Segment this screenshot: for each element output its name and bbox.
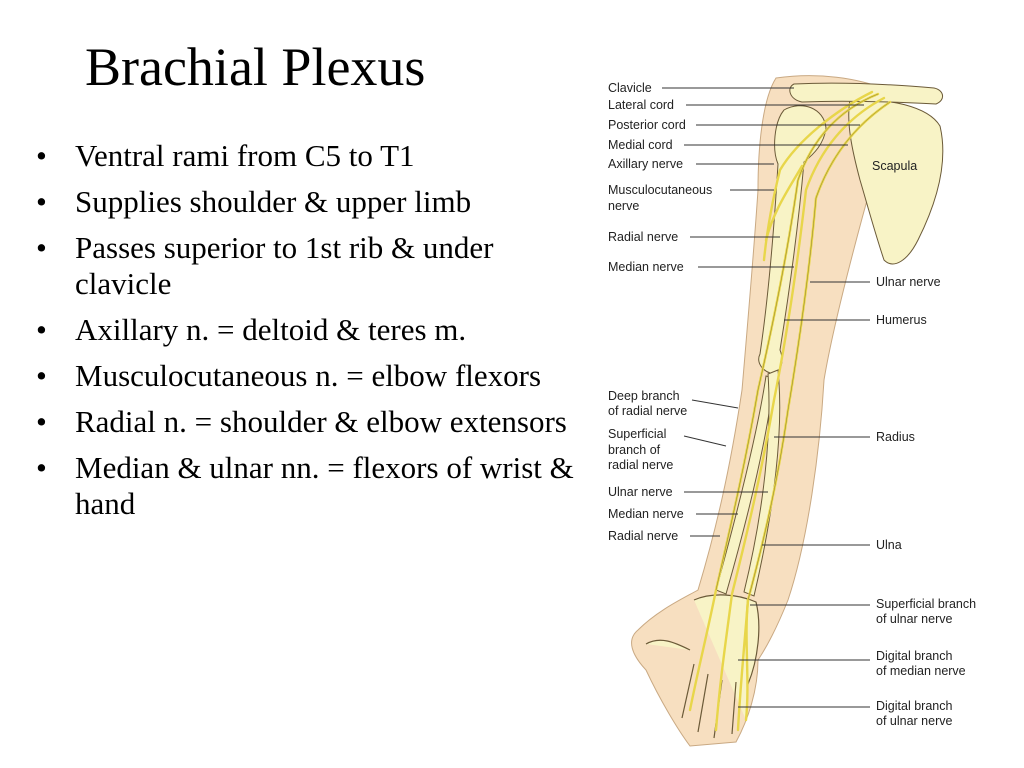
label-ulna: Ulna [876,538,902,552]
label-digital-branch-median-1: Digital branch [876,649,952,663]
label-radial-nerve-lower: Radial nerve [608,529,678,543]
labels-right: Scapula Ulnar nerve Humerus Radius Ulna … [872,159,976,728]
bullet-dot-icon: • [36,230,47,265]
label-superficial-branch-ulnar-1: Superficial branch [876,597,976,611]
radius-bone [715,375,775,595]
bullet-item: • Ventral rami from C5 to T1 [30,138,590,174]
label-lateral-cord: Lateral cord [608,98,674,112]
clavicle-bone [789,82,943,105]
bullet-dot-icon: • [36,358,47,393]
label-median-nerve-lower: Median nerve [608,507,684,521]
labels-left: Clavicle Lateral cord Posterior cord Med… [608,81,712,543]
arm-nerve-anatomy-icon: Clavicle Lateral cord Posterior cord Med… [608,75,976,747]
bullet-dot-icon: • [36,138,47,173]
bullet-list: • Ventral rami from C5 to T1 • Supplies sh… [30,138,590,532]
label-musculocutaneous-nerve-1: Musculocutaneous [608,183,712,197]
bullet-text: Median & ulnar nn. = flexors of wrist & … [75,450,574,521]
label-superficial-branch-radial-1: Superficial [608,427,666,441]
label-axillary-nerve: Axillary nerve [608,157,683,171]
label-superficial-branch-radial-3: radial nerve [608,458,673,472]
label-digital-branch-median-2: of median nerve [876,664,966,678]
label-superficial-branch-ulnar-2: of ulnar nerve [876,612,952,626]
label-ulnar-nerve-upper: Ulnar nerve [876,275,941,289]
bullet-text: Supplies shoulder & upper limb [75,184,472,219]
label-ulnar-nerve-lower: Ulnar nerve [608,485,673,499]
label-clavicle: Clavicle [608,81,652,95]
bullet-text: Ventral rami from C5 to T1 [75,138,415,173]
leader-lines-left [662,87,864,537]
label-scapula: Scapula [872,159,917,173]
bullet-dot-icon: • [36,404,47,439]
label-posterior-cord: Posterior cord [608,118,686,132]
bullet-text: Musculocutaneous n. = elbow flexors [75,358,542,393]
label-digital-branch-ulnar-2: of ulnar nerve [876,714,952,728]
label-musculocutaneous-nerve-2: nerve [608,199,639,213]
label-superficial-branch-radial-2: branch of [608,443,661,457]
label-humerus: Humerus [876,313,927,327]
label-digital-branch-ulnar-1: Digital branch [876,699,952,713]
bullet-text: Passes superior to 1st rib & under clavi… [75,230,494,301]
bullet-item: • Radial n. = shoulder & elbow extensors [30,404,590,440]
label-deep-branch-radial-2: of radial nerve [608,404,687,418]
scapula-bone [848,99,944,265]
label-medial-cord: Medial cord [608,138,673,152]
label-deep-branch-radial-1: Deep branch [608,389,680,403]
leader-lines-right [738,281,870,708]
arm-nerve-anatomy-figure: Clavicle Lateral cord Posterior cord Med… [598,70,1008,760]
bullet-item: • Passes superior to 1st rib & under clav… [30,230,590,302]
bullet-dot-icon: • [36,184,47,219]
bullet-item: • Axillary n. = deltoid & teres m. [30,312,590,348]
label-radius: Radius [876,430,915,444]
nerve-outlines [715,93,891,601]
bullet-text: Radial n. = shoulder & elbow extensors [75,404,567,439]
bullet-item: • Musculocutaneous n. = elbow flexors [30,358,590,394]
label-radial-nerve-upper: Radial nerve [608,230,678,244]
bullet-dot-icon: • [36,450,47,485]
bullet-dot-icon: • [36,312,47,347]
bullet-item: • Median & ulnar nn. = flexors of wrist &… [30,450,590,522]
slide-title: Brachial Plexus [85,37,426,97]
bullet-text: Axillary n. = deltoid & teres m. [75,312,467,347]
label-median-nerve-upper: Median nerve [608,260,684,274]
bullet-item: • Supplies shoulder & upper limb [30,184,590,220]
